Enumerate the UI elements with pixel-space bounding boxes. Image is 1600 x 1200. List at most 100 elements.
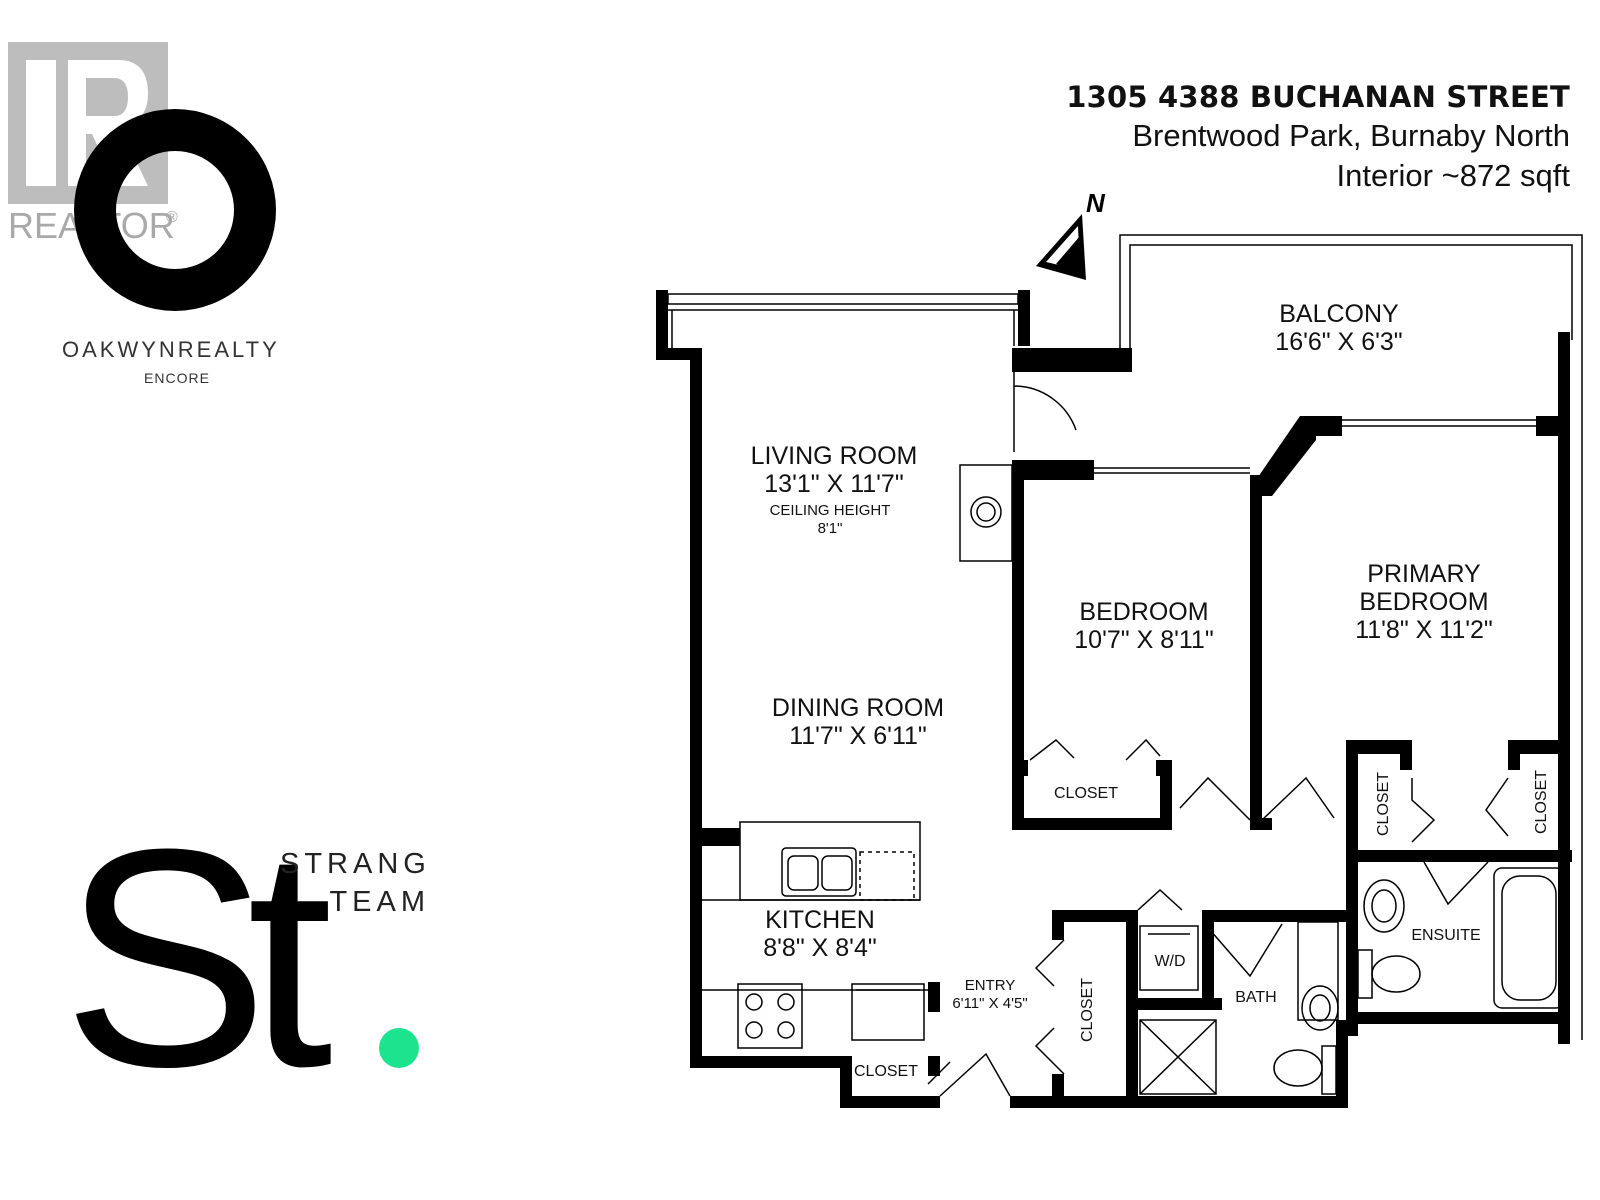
label-bedroom: BEDROOM bbox=[1079, 598, 1208, 626]
sink-ensuite-icon bbox=[1363, 879, 1405, 933]
vanity-bath bbox=[1297, 921, 1339, 1021]
compass-label: N bbox=[1086, 188, 1106, 218]
toilet-ensuite-icon bbox=[1371, 955, 1421, 993]
fridge-icon bbox=[851, 983, 925, 1041]
label-closet-primary-right: CLOSET bbox=[1533, 770, 1550, 834]
label-primary-2: BEDROOM bbox=[1359, 588, 1488, 616]
closet-doors-primary bbox=[1411, 777, 1509, 843]
fireplace bbox=[959, 464, 1013, 562]
wall-east bbox=[1558, 332, 1570, 1044]
listing-area: Brentwood Park, Burnaby North bbox=[1132, 118, 1570, 153]
toilet-bath-tank bbox=[1321, 1045, 1337, 1095]
wall-entry-closet-post-top bbox=[1052, 910, 1064, 940]
wall-bedroom-primary-foot bbox=[1250, 818, 1272, 830]
label-closet-primary-left: CLOSET bbox=[1375, 772, 1392, 836]
wall-kitchen-closet-post bbox=[928, 982, 940, 1012]
dishwasher-icon bbox=[859, 851, 915, 901]
door-ensuite bbox=[1423, 861, 1489, 906]
label-closet-kitchen: CLOSET bbox=[854, 1063, 918, 1080]
oakwyn-name-b: REALTY bbox=[177, 337, 280, 362]
wall-bedroom-west bbox=[1012, 460, 1024, 830]
wall-closet-east bbox=[1160, 760, 1172, 830]
toilet-bath-icon bbox=[1273, 1049, 1323, 1087]
label-closet-bedroom: CLOSET bbox=[1054, 785, 1118, 802]
wall-kitchen-closet-west bbox=[840, 1056, 852, 1108]
listing-interior-size: Interior ~872 sqft bbox=[1336, 158, 1571, 193]
oakwyn-wordmark: OAKWYNREALTY bbox=[62, 337, 292, 363]
closet-doors-bedroom bbox=[1029, 738, 1161, 761]
wall-primary-closet-right-top bbox=[1508, 740, 1570, 754]
kitchen-sink-icon bbox=[781, 847, 857, 897]
listing-address: 1305 4388 BUCHANAN STREET bbox=[1066, 80, 1570, 114]
shower-icon bbox=[1139, 1019, 1217, 1095]
washer-dryer-icon bbox=[1139, 925, 1199, 991]
wall-ensuite-west bbox=[1346, 850, 1358, 1036]
label-entry-size: 6'11" X 4'5" bbox=[952, 995, 1027, 1012]
oakwyn-ring-logo bbox=[74, 109, 276, 311]
wall-bedroom-primary bbox=[1250, 475, 1262, 830]
strang-st-mark: St bbox=[62, 820, 334, 1100]
closet-doors-entry bbox=[1034, 939, 1065, 1075]
wall-window-east bbox=[1018, 290, 1030, 346]
kitchen-island bbox=[739, 821, 921, 901]
wall-laundry-east bbox=[1202, 910, 1214, 1010]
north-compass: N bbox=[1036, 188, 1106, 280]
door-entry bbox=[939, 1052, 1011, 1097]
doors-bedrooms bbox=[1179, 776, 1335, 821]
oakwyn-subtitle: ENCORE bbox=[144, 370, 210, 386]
wall-south-closet bbox=[840, 1096, 940, 1108]
wall-bath-north bbox=[1202, 910, 1348, 922]
listing-header: 1305 4388 BUCHANAN STREET Brentwood Park… bbox=[870, 78, 1570, 196]
label-living: LIVING ROOM bbox=[751, 442, 918, 470]
wall-kitchen-closet-post-2 bbox=[928, 1056, 940, 1076]
wall-window-west bbox=[656, 290, 668, 360]
label-kitchen: KITCHEN bbox=[765, 906, 875, 934]
label-balcony-size: 16'6" X 6'3" bbox=[1275, 328, 1402, 356]
fireplace-vent-icon bbox=[970, 496, 1002, 528]
label-kitchen-size: 8'8" X 8'4" bbox=[763, 934, 876, 962]
label-dining: DINING ROOM bbox=[772, 694, 944, 722]
wall-bedroom-north-stub bbox=[1012, 460, 1094, 480]
wall-primary-closet-left-top bbox=[1346, 740, 1410, 754]
window-living bbox=[667, 293, 1019, 305]
floor-plan-fixtures bbox=[667, 234, 1583, 1097]
wall-primary-north-stub bbox=[1300, 416, 1342, 436]
door-kitchen-closet bbox=[927, 1061, 951, 1085]
wall-bedroom-south bbox=[1012, 818, 1172, 830]
wall-laundry-south bbox=[1126, 998, 1222, 1010]
toilet-ensuite-tank bbox=[1357, 949, 1373, 999]
balcony-railing bbox=[1119, 234, 1583, 1040]
wall-shower-west bbox=[1126, 1010, 1138, 1100]
wall-laundry-west bbox=[1126, 910, 1138, 1010]
wall-closet-west-post bbox=[1012, 760, 1028, 776]
door-laundry bbox=[1137, 888, 1183, 911]
strang-team-logo: St bbox=[62, 820, 419, 1100]
label-ensuite: ENSUITE bbox=[1411, 927, 1480, 944]
label-dining-size: 11'7" X 6'11" bbox=[789, 722, 927, 750]
wall-ensuite-south bbox=[1346, 1012, 1570, 1024]
wall-primary-closet-left-post bbox=[1400, 740, 1412, 770]
wall-entry-closet-north bbox=[1052, 910, 1126, 922]
label-bedroom-size: 10'7" X 8'11" bbox=[1074, 626, 1213, 654]
strang-label-line2: TEAM bbox=[329, 886, 430, 918]
door-bath bbox=[1209, 923, 1283, 978]
wall-kitchen-south bbox=[690, 1056, 852, 1068]
strang-team-label: STRANG TEAM bbox=[280, 845, 430, 921]
label-closet-entry: CLOSET bbox=[1079, 978, 1096, 1042]
wall-bath-east bbox=[1336, 1020, 1348, 1100]
label-bath: BATH bbox=[1235, 989, 1276, 1006]
label-primary-size: 11'8" X 11'2" bbox=[1355, 616, 1493, 644]
wall-kitchen-stub bbox=[690, 828, 740, 846]
room-labels: BALCONY 16'6" X 6'3" LIVING ROOM 13'1" X… bbox=[751, 300, 1550, 1080]
wall-primary-closet-left-west bbox=[1346, 740, 1358, 860]
realtor-registered-mark: ® bbox=[166, 209, 178, 226]
label-laundry: W/D bbox=[1154, 953, 1185, 970]
label-living-ceiling: CEILING HEIGHT bbox=[770, 502, 891, 519]
bathtub-icon bbox=[1493, 867, 1565, 1009]
wall-living-west bbox=[690, 348, 702, 1068]
label-balcony: BALCONY bbox=[1279, 300, 1399, 328]
strang-label-line1: STRANG bbox=[280, 848, 431, 880]
label-primary-1: PRIMARY bbox=[1367, 560, 1481, 588]
floor-plan-walls bbox=[656, 290, 1572, 1108]
